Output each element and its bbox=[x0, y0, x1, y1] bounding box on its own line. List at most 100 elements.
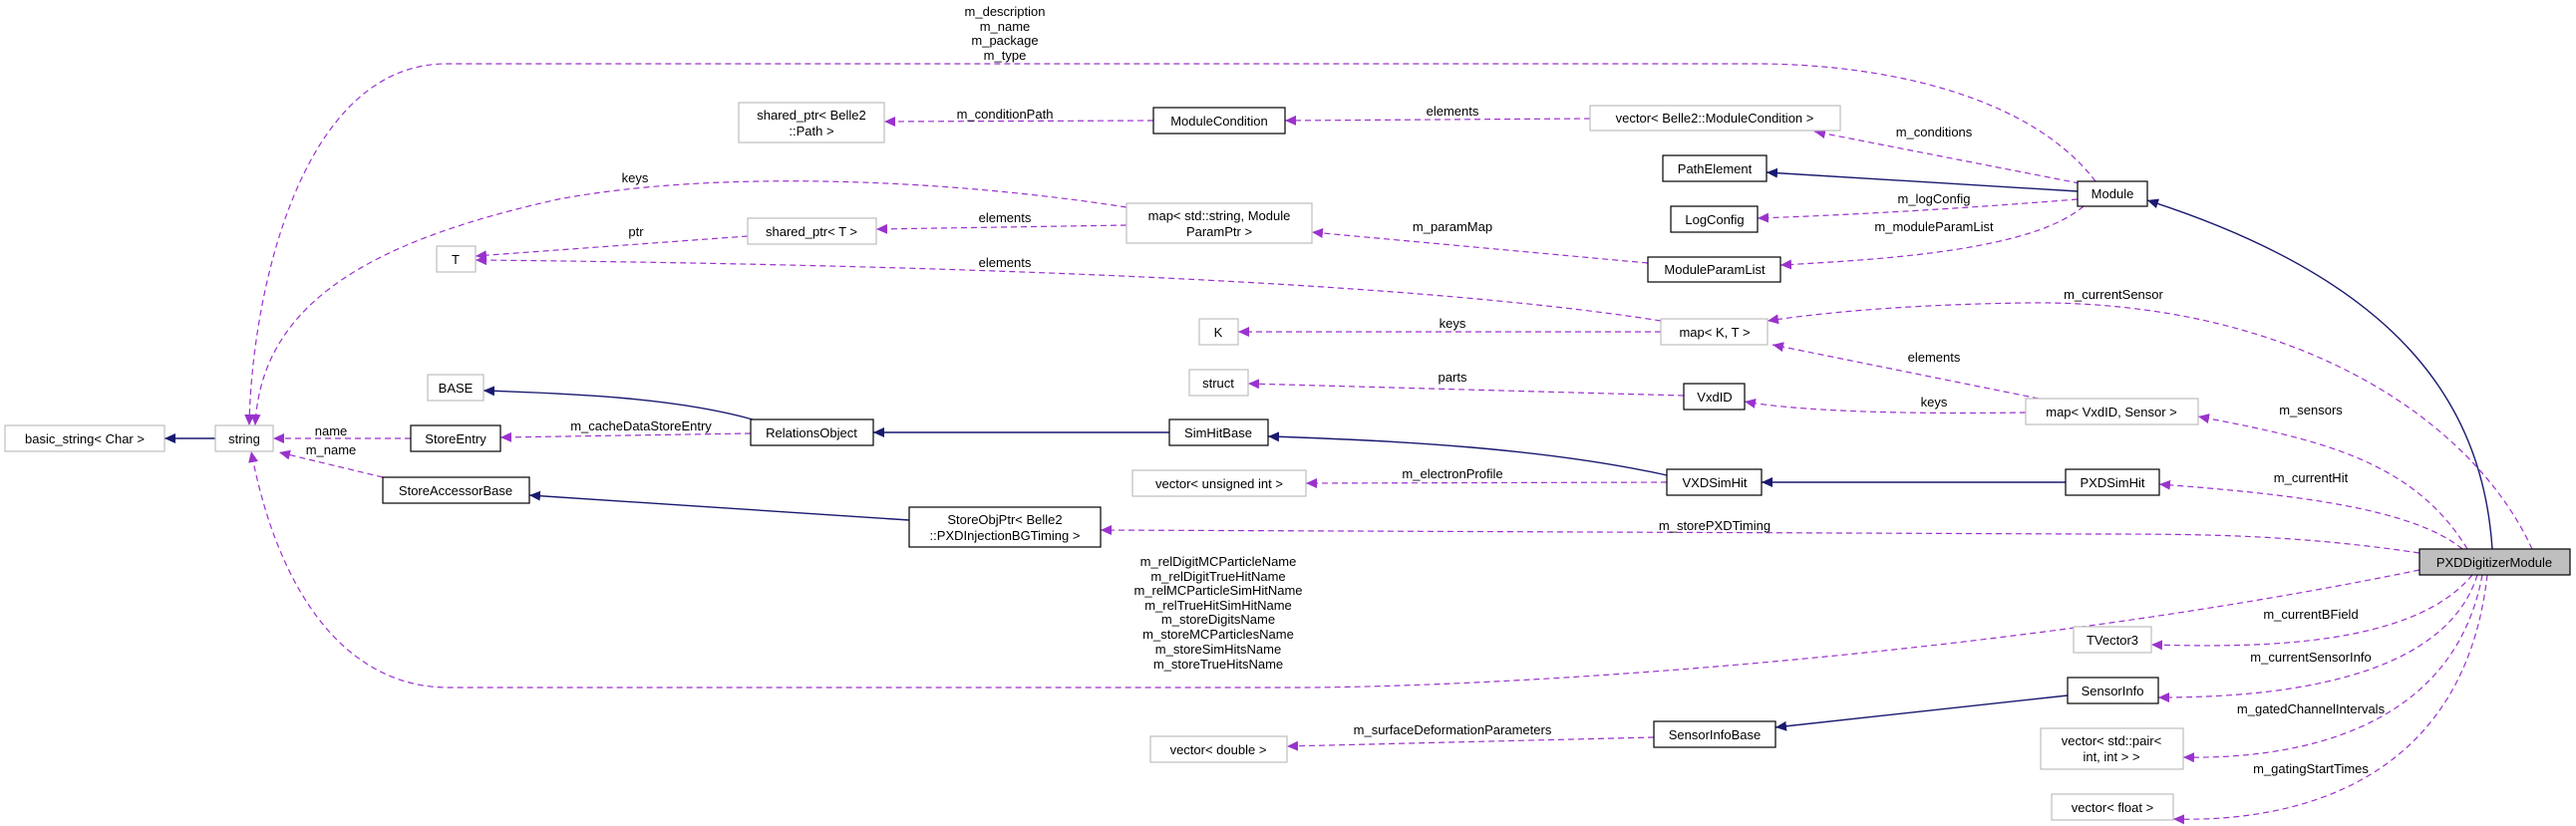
node-vector-float[interactable]: vector< float > bbox=[2051, 793, 2174, 821]
node-label: ParamPtr > bbox=[1186, 224, 1252, 239]
node-label: map< K, T > bbox=[1679, 325, 1750, 340]
edge-label: m_logConfig bbox=[1898, 191, 1971, 206]
node-label: int, int > > bbox=[2083, 749, 2139, 764]
node-vector-unsigned-int[interactable]: vector< unsigned int > bbox=[1131, 469, 1307, 497]
edge-label: name bbox=[315, 423, 348, 438]
edge-label: m_storePXDTiming bbox=[1659, 518, 1771, 533]
node-label: TVector3 bbox=[2087, 633, 2138, 648]
node-store-accessor-base[interactable]: StoreAccessorBase bbox=[382, 476, 530, 504]
edge-paramlist-map bbox=[1311, 228, 1649, 264]
edge-module-logconfig bbox=[1757, 198, 2079, 223]
edge-vxdid-struct bbox=[1247, 379, 1685, 397]
edge-label: m_name bbox=[306, 442, 357, 457]
node-label: map< std::string, Module bbox=[1148, 208, 1291, 223]
edge-vxdsimhit-vectoruint bbox=[1305, 477, 1668, 488]
node-label: RelationsObject bbox=[766, 425, 857, 440]
node-base[interactable]: BASE bbox=[427, 374, 484, 402]
edges bbox=[164, 63, 2533, 825]
nodes: shared_ptr< Belle2::Path > ModuleConditi… bbox=[4, 102, 2571, 821]
node-label: BASE bbox=[439, 381, 474, 396]
node-sensor-info[interactable]: SensorInfo bbox=[2067, 677, 2159, 704]
edge-map-sharedptrt bbox=[875, 223, 1127, 234]
node-module-condition[interactable]: ModuleCondition bbox=[1152, 107, 1286, 135]
node-shared-ptr-path[interactable]: shared_ptr< Belle2::Path > bbox=[738, 102, 885, 143]
node-log-config[interactable]: LogConfig bbox=[1670, 205, 1759, 233]
edge-digitizer-vectorfloat bbox=[2172, 574, 2488, 825]
edge-relations-base bbox=[483, 386, 754, 420]
edge-label: m_gatedChannelIntervals bbox=[2237, 701, 2386, 716]
edge-label: m_storeSimHitsName bbox=[1155, 642, 1281, 657]
node-label: SimHitBase bbox=[1184, 425, 1252, 440]
edge-label: m_storeDigitsName bbox=[1161, 612, 1275, 627]
edge-label: m_relTrueHitSimHitName bbox=[1144, 598, 1292, 613]
edge-labels: m_description m_name m_package m_type el… bbox=[306, 4, 2386, 776]
edge-label: m_gatingStartTimes bbox=[2253, 761, 2369, 776]
edge-label: m_currentHit bbox=[2274, 470, 2349, 485]
node-k[interactable]: K bbox=[1198, 318, 1239, 346]
node-map-vxdid-sensor[interactable]: map< VxdID, Sensor > bbox=[2025, 398, 2199, 425]
node-label: ::Path > bbox=[789, 124, 833, 138]
edge-label: m_sensors bbox=[2279, 403, 2343, 417]
edge-label: m_moduleParamList bbox=[1874, 219, 1994, 234]
node-path-element[interactable]: PathElement bbox=[1662, 154, 1768, 182]
edge-module-pathelement bbox=[1766, 167, 2079, 192]
edge-mapkt-t bbox=[475, 255, 1662, 322]
node-sim-hit-base[interactable]: SimHitBase bbox=[1168, 418, 1269, 446]
node-label: Module bbox=[2092, 186, 2134, 201]
edge-label: m_package bbox=[971, 33, 1038, 48]
node-vector-pair[interactable]: vector< std::pair<int, int > > bbox=[2040, 727, 2184, 770]
edge-label: m_storeMCParticlesName bbox=[1142, 627, 1294, 642]
edge-label: m_conditions bbox=[1896, 125, 1973, 139]
node-sensor-info-base[interactable]: SensorInfoBase bbox=[1653, 720, 1776, 748]
edge-storeaccessor-string bbox=[278, 449, 384, 478]
node-module[interactable]: Module bbox=[2077, 180, 2148, 207]
node-label: PXDSimHit bbox=[2080, 475, 2144, 490]
node-shared-ptr-t[interactable]: shared_ptr< T > bbox=[747, 217, 877, 245]
edge-label: keys bbox=[1440, 316, 1466, 331]
node-store-entry[interactable]: StoreEntry bbox=[410, 424, 501, 452]
node-label: PathElement bbox=[1678, 161, 1753, 176]
node-pxd-sim-hit[interactable]: PXDSimHit bbox=[2065, 468, 2160, 496]
edge-module-vmc bbox=[1813, 129, 2081, 184]
node-vector-double[interactable]: vector< double > bbox=[1149, 735, 1288, 763]
node-label: vector< float > bbox=[2072, 800, 2153, 815]
edge-digitizer-module bbox=[2146, 198, 2493, 550]
node-label: LogConfig bbox=[1685, 212, 1744, 227]
node-module-param-list[interactable]: ModuleParamList bbox=[1647, 256, 1781, 283]
node-label: StoreObjPtr< Belle2 bbox=[947, 512, 1062, 527]
edge-relations-storeentry bbox=[499, 431, 752, 442]
node-label: K bbox=[1214, 325, 1223, 340]
node-vector-module-condition[interactable]: vector< Belle2::ModuleCondition > bbox=[1589, 105, 1841, 132]
edge-label: m_currentSensorInfo bbox=[2250, 650, 2371, 665]
node-vxd-id[interactable]: VxdID bbox=[1683, 383, 1746, 411]
node-label: StoreEntry bbox=[425, 431, 486, 446]
node-store-obj-ptr[interactable]: StoreObjPtr< Belle2::PXDInjectionBGTimin… bbox=[908, 506, 1102, 548]
node-label: map< VxdID, Sensor > bbox=[2046, 405, 2177, 419]
edge-label: m_electronProfile bbox=[1402, 466, 1502, 481]
edge-label: keys bbox=[1921, 395, 1948, 410]
node-relations-object[interactable]: RelationsObject bbox=[750, 418, 874, 446]
node-t[interactable]: T bbox=[436, 245, 477, 273]
edge-module-string bbox=[244, 63, 2096, 426]
edge-label: elements bbox=[1908, 350, 1961, 365]
node-vxd-sim-hit[interactable]: VXDSimHit bbox=[1666, 468, 1763, 496]
edge-label: m_name bbox=[980, 19, 1031, 34]
edge-sharedptrt-t bbox=[475, 235, 749, 261]
node-struct[interactable]: struct bbox=[1188, 369, 1249, 397]
node-label: vector< double > bbox=[1170, 742, 1267, 757]
node-string[interactable]: string bbox=[214, 424, 274, 452]
edge-label: elements bbox=[1427, 104, 1479, 119]
node-map-k-t[interactable]: map< K, T > bbox=[1660, 318, 1769, 346]
node-label: ModuleCondition bbox=[1170, 114, 1268, 129]
node-tvector3[interactable]: TVector3 bbox=[2073, 626, 2152, 654]
edge-label: m_relDigitTrueHitName bbox=[1150, 569, 1285, 584]
edge-mapvxd-vxdid bbox=[1744, 399, 2027, 414]
node-pxd-digitizer-module[interactable]: PXDDigitizerModule bbox=[2418, 548, 2571, 576]
edge-label: m_storeTrueHitsName bbox=[1153, 657, 1283, 672]
edge-label: elements bbox=[979, 210, 1032, 225]
edge-vmc-modulecondition bbox=[1284, 115, 1591, 126]
node-basic-string[interactable]: basic_string< Char > bbox=[4, 424, 165, 452]
node-label: string bbox=[228, 431, 260, 446]
node-label: T bbox=[452, 252, 460, 267]
